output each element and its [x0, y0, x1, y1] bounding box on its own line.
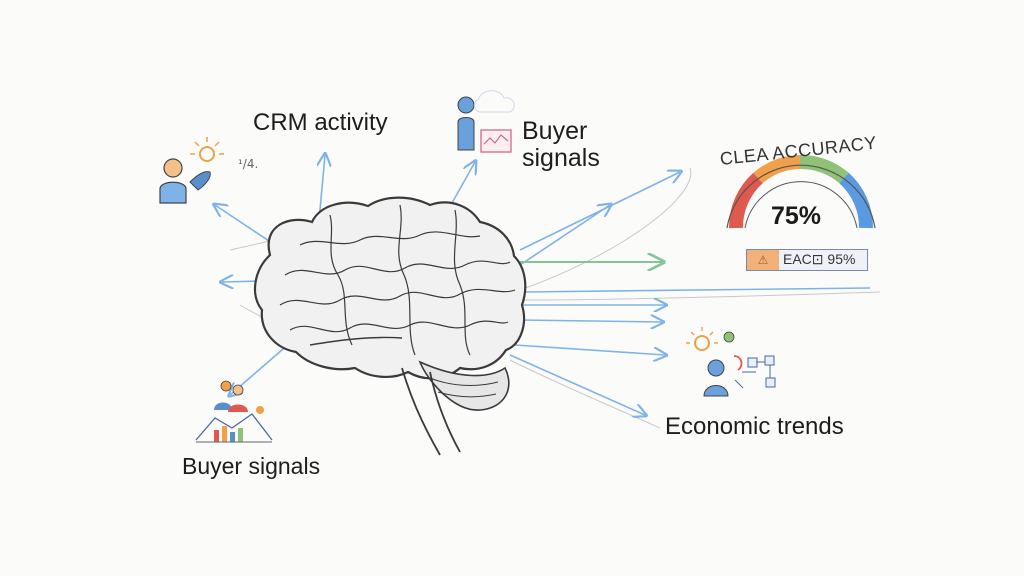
buyer-signals-top-line1: Buyer: [522, 117, 588, 145]
arrow-down-right: [509, 354, 645, 415]
brain-outline: [254, 196, 527, 380]
arrow-right-2: [519, 320, 662, 322]
gauge-segment-green: [799, 154, 849, 184]
accuracy-badge: ⚠ EAC⊡ 95%: [746, 249, 868, 271]
gauge-segment-orange: [753, 155, 801, 184]
economic-figures-icon: [686, 327, 776, 397]
pencil-note: ¹/4.: [238, 157, 259, 171]
arrow-long-right: [524, 287, 871, 293]
crm-activity-label: CRM activity: [253, 109, 388, 136]
badge-text: EAC⊡ 95%: [783, 251, 856, 267]
buyer-signals-top-label: Buyer signals: [522, 118, 600, 172]
brain-stem: [401, 367, 461, 456]
brain-sketch: [254, 196, 527, 456]
buyer-signals-top-line2: signals: [522, 144, 600, 172]
arrow-to-gauge-1: [519, 205, 610, 266]
people-chart-icon: [195, 380, 273, 443]
person-chart-icon: [457, 90, 515, 153]
buyer-signals-bottom-label: Buyer signals: [182, 453, 321, 479]
economic-trends-label: Economic trends: [665, 413, 844, 440]
arrow-to-econ: [514, 344, 665, 355]
gauge-value: 75%: [771, 202, 822, 230]
arrow-to-gauge-2: [519, 172, 680, 251]
accuracy-gauge: [726, 154, 876, 229]
warning-icon: ⚠: [747, 250, 779, 270]
person-sun-icon: [159, 137, 224, 204]
